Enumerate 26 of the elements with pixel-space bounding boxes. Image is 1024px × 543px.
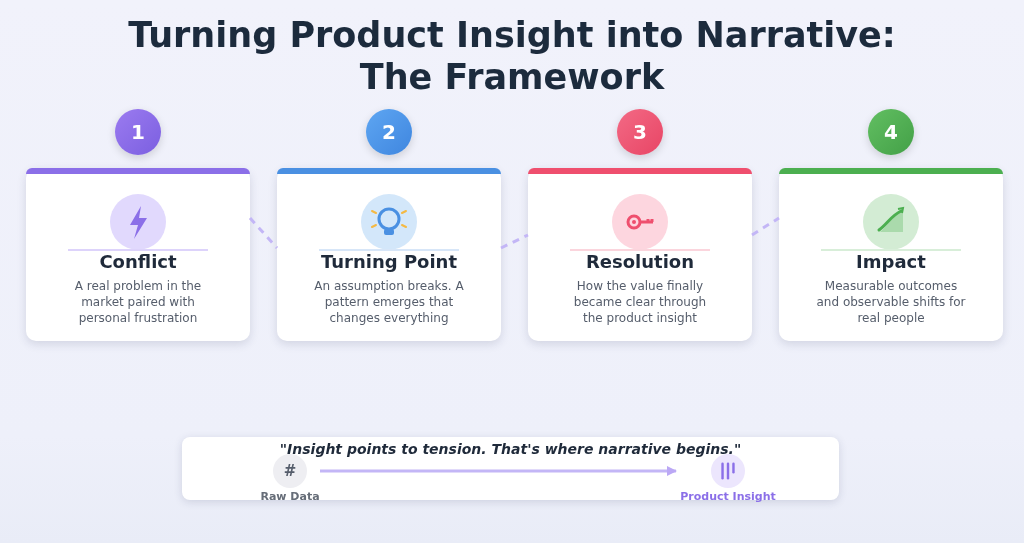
quote-panel xyxy=(182,437,839,500)
card-description: How the value finally became clear through the product insight xyxy=(572,278,708,326)
dashed-connector xyxy=(500,233,529,250)
node-label: Raw Data xyxy=(260,490,320,503)
dashed-connector xyxy=(751,216,780,237)
title: Turning Product Insight into Narrative: The Framework xyxy=(127,14,897,98)
step-card xyxy=(26,168,250,341)
card-description: Measurable outcomes and observable shifts for real people xyxy=(815,278,967,326)
quote-text: "Insight points to tension. That's where narrative begins." xyxy=(278,441,743,457)
step-number-badge: 1 xyxy=(115,109,161,155)
card-heading: Impact xyxy=(855,250,927,274)
step-card xyxy=(528,168,752,341)
card-heading: Resolution xyxy=(584,250,696,274)
step-number-badge: 2 xyxy=(366,109,412,155)
card-heading: Conflict xyxy=(98,250,178,274)
card-heading: Turning Point xyxy=(319,250,459,274)
step-card xyxy=(779,168,1003,341)
dashed-connector xyxy=(248,217,279,249)
step-number-badge: 4 xyxy=(868,109,914,155)
card-description: A real problem in the market paired with personal frustration xyxy=(73,278,203,326)
step-card xyxy=(277,168,501,341)
step-number-badge: 3 xyxy=(617,109,663,155)
symbol-circle: # xyxy=(273,454,307,488)
node-label: Product Insight xyxy=(680,490,776,503)
arrow xyxy=(320,466,677,476)
card-description: An assumption breaks. A pattern emerges that changes everything xyxy=(313,278,465,326)
